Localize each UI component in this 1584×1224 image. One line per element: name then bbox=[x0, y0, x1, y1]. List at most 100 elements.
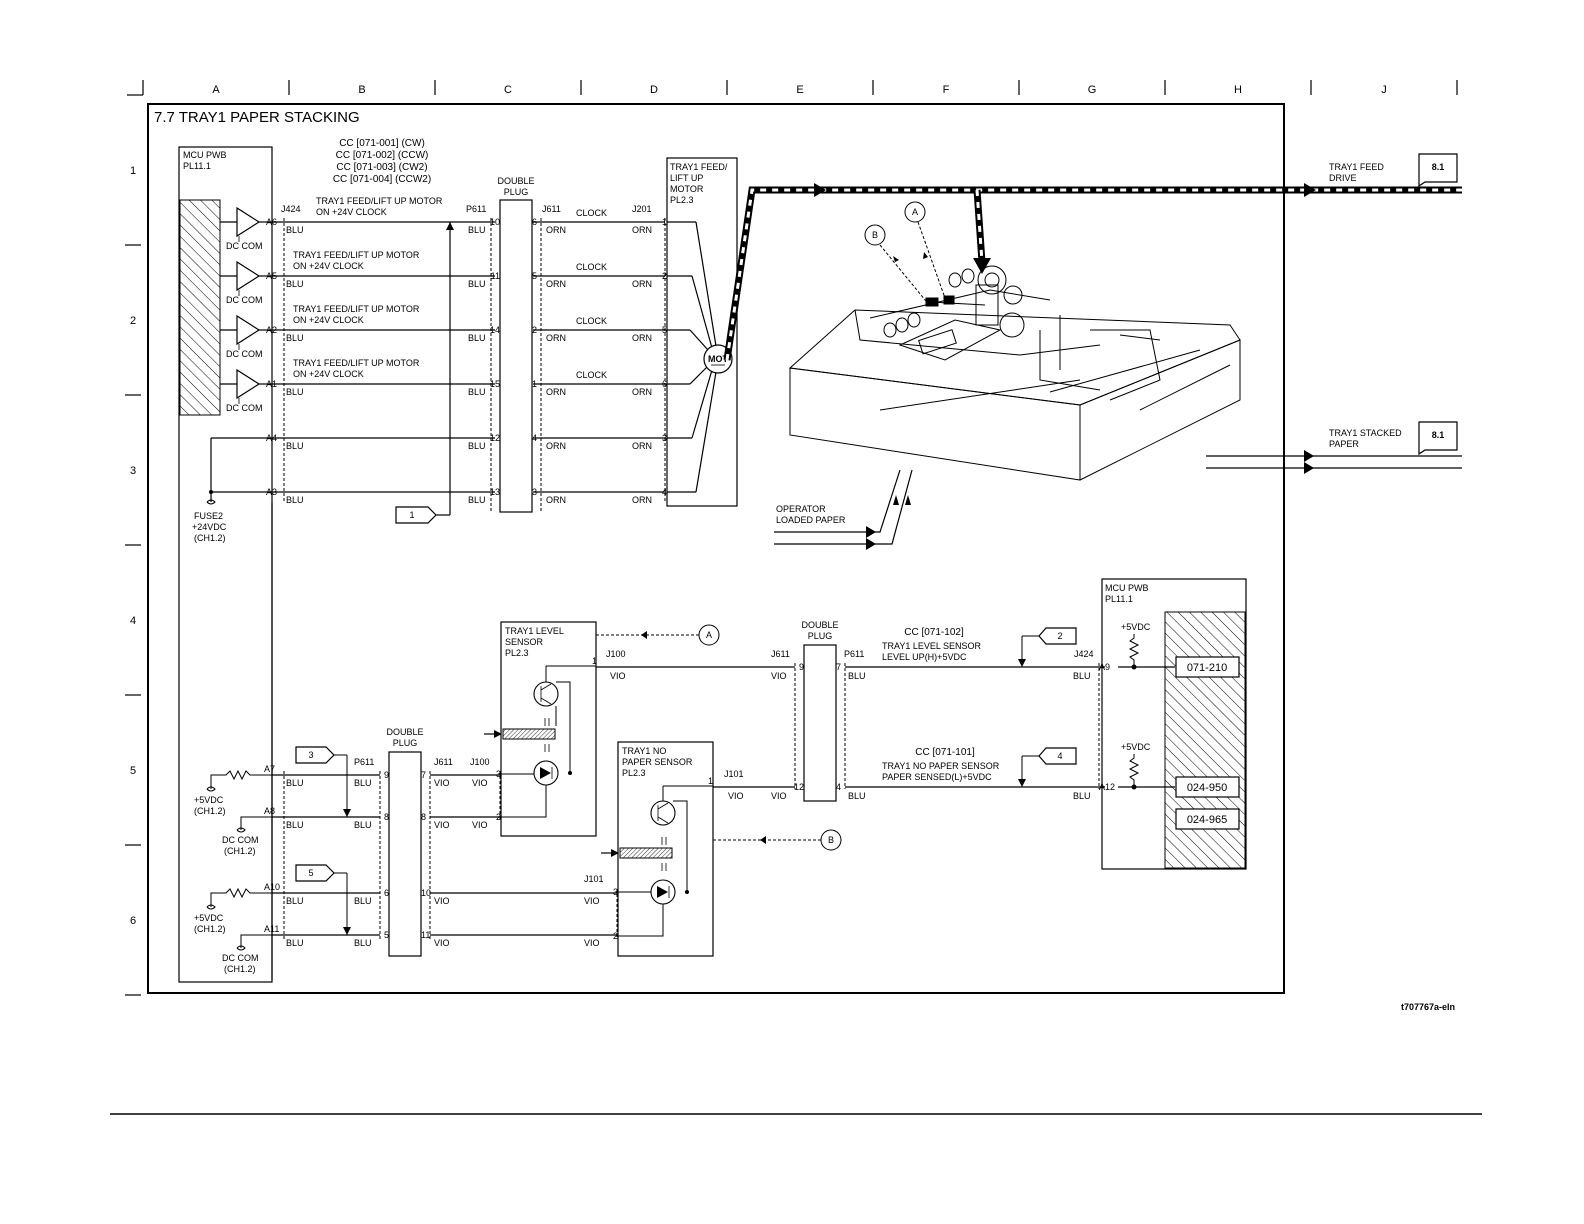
svg-text:(CH1.2): (CH1.2) bbox=[224, 964, 256, 974]
svg-text:PLUG: PLUG bbox=[393, 738, 418, 748]
actuator-level bbox=[502, 728, 556, 740]
svg-text:(CH1.2): (CH1.2) bbox=[194, 806, 226, 816]
svg-text:B: B bbox=[828, 835, 834, 845]
svg-text:ORN: ORN bbox=[632, 279, 652, 289]
svg-text:DOUBLE: DOUBLE bbox=[497, 176, 534, 186]
level-sensor-wire: J100 VIO J611 VIO DOUBLE PLUG 9 7 P611 B… bbox=[596, 620, 1105, 802]
svg-text:PLUG: PLUG bbox=[808, 631, 833, 641]
svg-text:ORN: ORN bbox=[546, 225, 566, 235]
svg-text:TRAY1 NO: TRAY1 NO bbox=[622, 746, 666, 756]
svg-text:ORN: ORN bbox=[546, 495, 566, 505]
col-label-e: E bbox=[796, 84, 803, 96]
svg-text:BLU: BLU bbox=[1073, 671, 1091, 681]
svg-text:VIO: VIO bbox=[584, 938, 600, 948]
svg-text:BLU: BLU bbox=[286, 938, 304, 948]
marker-a-lower: A bbox=[698, 624, 720, 646]
row-label-2: 2 bbox=[130, 315, 136, 327]
cc-codes-top: CC [071-001] (CW) CC [071-002] (CCW) CC … bbox=[316, 138, 443, 217]
svg-text:8: 8 bbox=[421, 812, 426, 822]
col-label-d: D bbox=[650, 84, 658, 96]
svg-text:LEVEL UP(H)+5VDC: LEVEL UP(H)+5VDC bbox=[882, 652, 967, 662]
svg-text:4: 4 bbox=[836, 782, 841, 792]
flag-5: 5 bbox=[295, 864, 351, 935]
svg-text:ORN: ORN bbox=[632, 387, 652, 397]
row-label-4: 4 bbox=[130, 615, 136, 627]
row-label-3: 3 bbox=[130, 465, 136, 477]
svg-text:VIO: VIO bbox=[472, 778, 488, 788]
svg-text:A: A bbox=[912, 207, 918, 217]
svg-text:ON +24V CLOCK: ON +24V CLOCK bbox=[293, 369, 364, 379]
svg-text:4: 4 bbox=[532, 433, 537, 443]
svg-text:ORN: ORN bbox=[632, 333, 652, 343]
svg-text:PL2.3: PL2.3 bbox=[505, 648, 529, 658]
svg-text:(CH1.2): (CH1.2) bbox=[224, 846, 256, 856]
svg-text:BLU: BLU bbox=[286, 441, 304, 451]
svg-text:BLU: BLU bbox=[354, 896, 372, 906]
svg-text:ORN: ORN bbox=[632, 441, 652, 451]
svg-text:5: 5 bbox=[662, 325, 667, 335]
svg-text:TRAY1 LEVEL SENSOR: TRAY1 LEVEL SENSOR bbox=[882, 641, 982, 651]
svg-text:A: A bbox=[706, 630, 712, 640]
svg-text:12: 12 bbox=[490, 433, 500, 443]
svg-text:A6: A6 bbox=[266, 217, 277, 227]
svg-text:14: 14 bbox=[490, 325, 500, 335]
p611-label-top: P611 bbox=[466, 204, 486, 214]
svg-text:11: 11 bbox=[421, 930, 430, 940]
svg-text:BLU: BLU bbox=[468, 279, 486, 289]
svg-text:VIO: VIO bbox=[771, 671, 787, 681]
svg-text:CC [071-004] (CCW2): CC [071-004] (CCW2) bbox=[333, 174, 431, 185]
paper-tray-illustration bbox=[788, 265, 1241, 481]
svg-text:12: 12 bbox=[794, 782, 804, 792]
svg-text:PL2.3: PL2.3 bbox=[670, 195, 694, 205]
svg-text:2: 2 bbox=[1057, 631, 1062, 641]
svg-text:PL11.1: PL11.1 bbox=[1105, 594, 1133, 604]
svg-text:J611: J611 bbox=[434, 757, 453, 767]
svg-text:PLUG: PLUG bbox=[504, 187, 529, 197]
svg-text:TRAY1 NO PAPER SENSOR: TRAY1 NO PAPER SENSOR bbox=[882, 761, 1000, 771]
actuator-no-paper bbox=[619, 847, 673, 859]
svg-text:BLU: BLU bbox=[286, 896, 304, 906]
fault-code-071-210 bbox=[1175, 656, 1240, 678]
svg-text:CLOCK: CLOCK bbox=[576, 370, 607, 380]
svg-text:5: 5 bbox=[384, 930, 389, 940]
tray1-feed-drive-ref: TRAY1 FEED DRIVE 8.1 bbox=[1329, 153, 1458, 188]
svg-text:FUSE2: FUSE2 bbox=[194, 511, 223, 521]
svg-text:BLU: BLU bbox=[1073, 791, 1091, 801]
svg-text:OPERATOR: OPERATOR bbox=[776, 504, 826, 514]
svg-text:8.1: 8.1 bbox=[1432, 430, 1445, 440]
svg-text:DC COM: DC COM bbox=[226, 349, 263, 359]
phototransistor-level bbox=[533, 681, 559, 707]
svg-text:+24VDC: +24VDC bbox=[192, 522, 227, 532]
svg-text:VIO: VIO bbox=[771, 791, 787, 801]
svg-text:6: 6 bbox=[532, 217, 537, 227]
svg-text:3: 3 bbox=[308, 750, 313, 760]
svg-text:CC [071-101]: CC [071-101] bbox=[915, 747, 975, 758]
svg-text:ON +24V CLOCK: ON +24V CLOCK bbox=[293, 315, 364, 325]
svg-text:BLU: BLU bbox=[468, 387, 486, 397]
svg-text:7: 7 bbox=[836, 662, 841, 672]
svg-text:TRAY1 LEVEL: TRAY1 LEVEL bbox=[505, 626, 564, 636]
svg-text:P611: P611 bbox=[354, 757, 374, 767]
svg-text:5: 5 bbox=[308, 868, 313, 878]
svg-text:CC [071-002] (CCW): CC [071-002] (CCW) bbox=[336, 150, 429, 161]
col-label-g: G bbox=[1088, 84, 1097, 96]
row-label-6: 6 bbox=[130, 915, 136, 927]
lower-left-power: +5VDC (CH1.2) A7 DC COM (CH1.2) A8 +5VDC… bbox=[194, 764, 280, 974]
fault-code-boxes: 071-210 024-950 024-965 bbox=[1175, 656, 1240, 830]
wire-colors-blu-left: BLU BLU BLU BLU BLU BLU BLU BLU BLU BLU … bbox=[286, 225, 486, 505]
svg-text:(CH1.2): (CH1.2) bbox=[194, 533, 226, 543]
fuse2-power: FUSE2 +24VDC (CH1.2) bbox=[192, 437, 272, 543]
svg-text:CC [071-102]: CC [071-102] bbox=[904, 627, 964, 638]
svg-text:11: 11 bbox=[491, 271, 500, 281]
svg-text:BLU: BLU bbox=[468, 225, 486, 235]
svg-text:1: 1 bbox=[708, 776, 713, 786]
svg-text:VIO: VIO bbox=[434, 938, 450, 948]
svg-text:6: 6 bbox=[384, 888, 389, 898]
row-label-5: 5 bbox=[130, 765, 136, 777]
tray1-level-sensor: TRAY1 LEVEL SENSOR PL2.3 1 3 2 bbox=[484, 621, 700, 837]
svg-text:TRAY1 FEED/LIFT UP MOTOR: TRAY1 FEED/LIFT UP MOTOR bbox=[293, 358, 420, 368]
svg-text:J611: J611 bbox=[771, 649, 790, 659]
svg-text:MOT: MOT bbox=[708, 354, 728, 364]
svg-text:13: 13 bbox=[490, 487, 500, 497]
svg-text:BLU: BLU bbox=[354, 938, 372, 948]
